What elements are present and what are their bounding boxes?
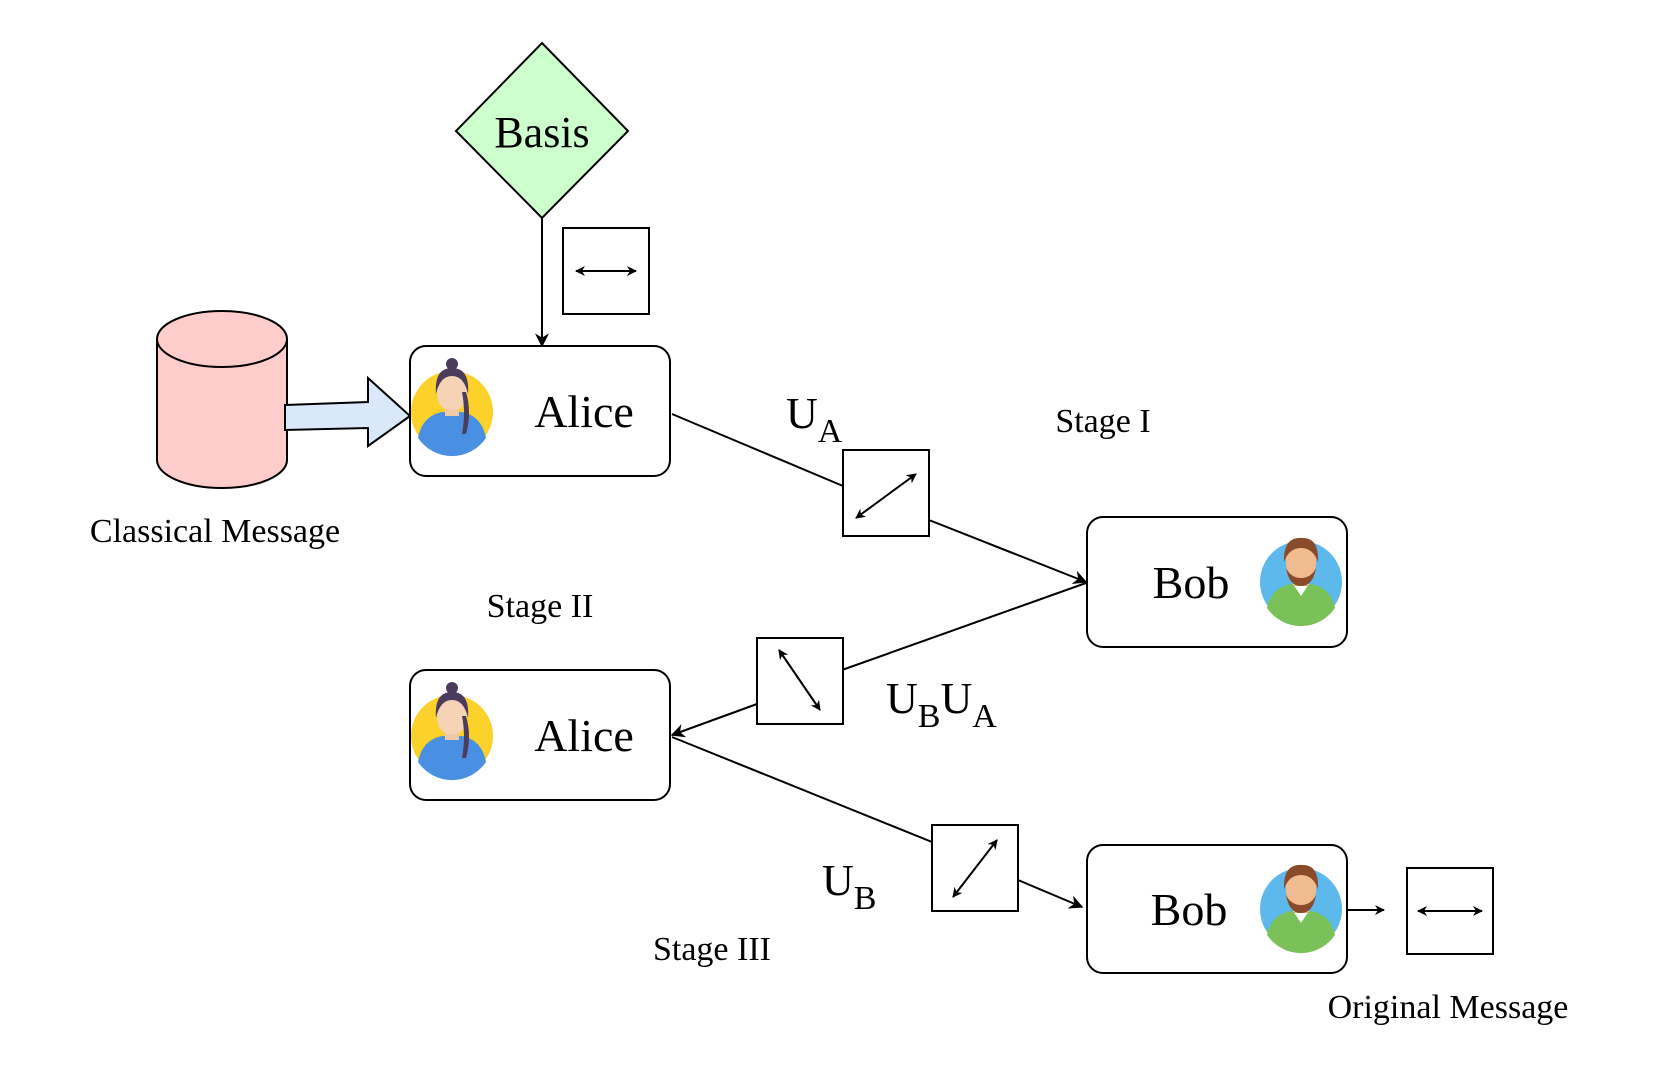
woman-avatar-icon: [411, 682, 493, 781]
horizontal-polarization-icon: [562, 227, 650, 315]
man-avatar-icon: [1260, 537, 1342, 627]
alice-label: Alice: [534, 710, 634, 761]
operator-ua-label: UA: [786, 389, 843, 450]
bob-label: Bob: [1153, 557, 1230, 608]
stage2-label: Stage II: [487, 588, 594, 625]
database-label: Classical Message: [90, 513, 340, 550]
block-arrow: [284, 375, 412, 448]
man-avatar-icon: [1260, 864, 1342, 954]
bob-node-1: Bob: [1086, 516, 1348, 648]
woman-avatar-icon: [411, 358, 493, 457]
diagonal-polarization-icon: [842, 449, 930, 537]
stage3-label: Stage III: [653, 931, 771, 968]
basis-label: Basis: [494, 108, 589, 157]
bob-label: Bob: [1151, 884, 1228, 935]
stage2-edge: [670, 703, 758, 738]
stage2-edge: [841, 582, 1087, 671]
stage1-label: Stage I: [1055, 403, 1150, 440]
bob-node-2: Bob: [1086, 844, 1348, 974]
horizontal-polarization-icon: [1406, 867, 1494, 955]
database-cylinder: [156, 310, 288, 489]
basis-diamond: Basis: [454, 41, 630, 220]
stage1-edge: [928, 519, 1088, 584]
alice-label: Alice: [534, 386, 634, 437]
diagonal-polarization-icon: [931, 824, 1019, 912]
operator-ub-label: UB: [822, 856, 876, 917]
alice-node-2: Alice: [409, 669, 671, 801]
stage1-edge: [671, 413, 844, 487]
antidiagonal-polarization-icon: [756, 637, 844, 725]
stage3-edge: [671, 736, 933, 843]
alice-node-1: Alice: [409, 345, 671, 477]
operator-ubua-label: UBUA: [886, 674, 997, 735]
stage3-edge: [1017, 879, 1084, 909]
output-label: Original Message: [1328, 989, 1569, 1026]
